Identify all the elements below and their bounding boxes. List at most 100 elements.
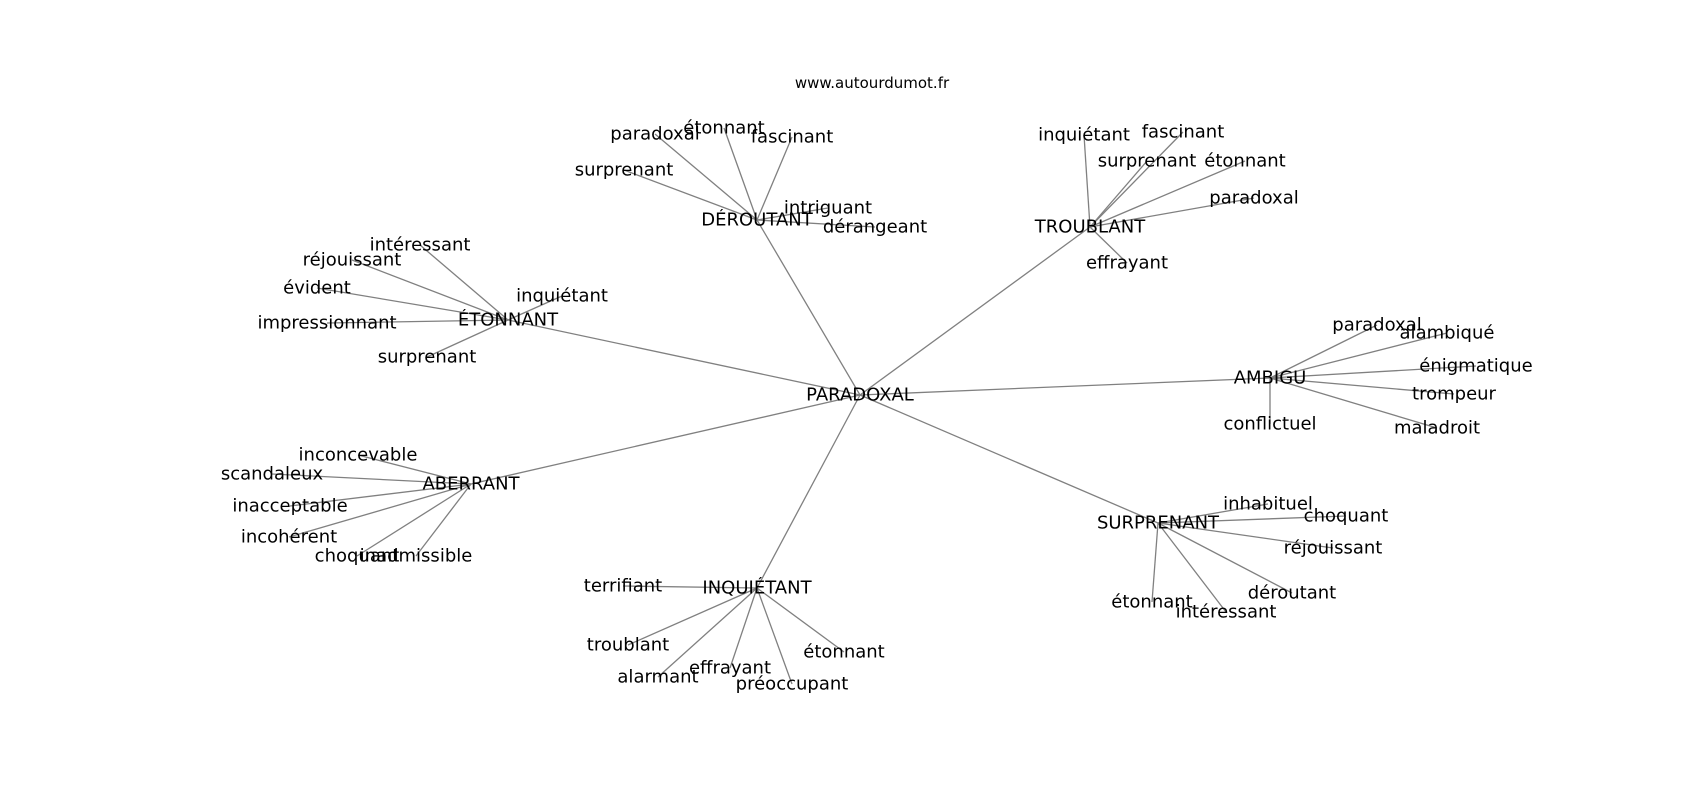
leaf-node: terrifiant [584,576,662,597]
edge-root-hub [756,219,861,396]
leaf-node: maladroit [1394,418,1480,439]
edge-hub-leaf [415,483,472,557]
edge-hub-leaf [357,454,472,485]
leaf-node: impressionnant [257,313,396,334]
edge-root-hub [470,394,861,485]
edge-hub-leaf [657,587,758,678]
leaf-node: énigmatique [1419,356,1532,377]
leaf-node: inacceptable [232,496,347,517]
edge-hub-leaf [622,585,758,589]
edge-hub-leaf [1269,377,1438,429]
leaf-node: alambiqué [1400,323,1495,344]
leaf-node: évident [283,278,351,299]
leaf-node: fascinant [1142,122,1225,143]
edge-hub-leaf [756,587,793,685]
leaf-node: incohérent [241,527,337,548]
leaf-node: surprenant [378,347,477,368]
leaf-node: déroutant [1248,583,1336,604]
hub-node: DÉROUTANT [701,209,813,231]
edge-hub-leaf [756,587,845,653]
edge-hub-leaf [1089,226,1128,264]
hub-node: AMBIGU [1234,368,1307,389]
edge-root-hub [859,377,1271,396]
leaf-node: réjouissant [1284,538,1383,559]
edge-hub-leaf [1157,522,1293,594]
edge-hub-leaf [627,587,758,646]
edge-hub-leaf [756,136,793,221]
leaf-node: intriguant [784,198,872,219]
root-node: PARADOXAL [806,385,914,406]
hub-node: INQUIÉTANT [702,577,812,599]
hub-node: TROUBLANT [1034,217,1146,238]
edge-hub-leaf [271,473,472,485]
leaf-node: étonnant [1111,592,1192,613]
edge-hub-leaf [1089,160,1148,228]
leaf-node: préoccupant [736,674,849,695]
edge-hub-leaf [1089,197,1255,228]
leaf-node: intéressant [1176,602,1277,623]
edge-hub-leaf [623,169,758,221]
edge-root-hub [859,226,1091,396]
leaf-node: alarmant [617,667,698,688]
leaf-node: choquant [1304,506,1389,527]
hub-node: ABERRANT [422,474,520,495]
leaf-node: réjouissant [303,250,402,271]
edge-hub-leaf [756,219,876,228]
edge-hub-leaf [1269,332,1448,379]
edge-hub-leaf [1151,522,1159,603]
leaf-node: inconcevable [299,445,418,466]
edge-hub-leaf [326,319,509,324]
edge-hub-leaf [729,587,758,669]
leaf-node: paradoxal [610,124,699,145]
leaf-node: effrayant [1086,253,1168,274]
edge-hub-leaf [1083,134,1091,228]
edge-hub-leaf [426,319,509,358]
edge-hub-leaf [419,244,509,321]
leaf-node: étonnant [1204,151,1285,172]
leaf-node: conflictuel [1223,414,1316,435]
leaf-node: surprenant [575,160,674,181]
leaf-node: paradoxal [1209,188,1298,209]
site-url: www.autourdumot.fr [795,74,950,92]
edge-root-hub [756,394,861,589]
edge-hub-leaf [1157,503,1269,524]
edge-hub-leaf [1089,131,1184,228]
leaf-node: fascinant [751,127,834,148]
leaf-node: étonnant [683,118,764,139]
leaf-node: dérangeant [823,217,927,238]
edge-hub-leaf [1157,522,1334,549]
leaf-node: paradoxal [1332,315,1421,336]
edge-hub-leaf [1269,324,1378,379]
leaf-node: inadmissible [360,546,473,567]
edge-hub-leaf [316,287,509,321]
edge-root-hub [859,394,1159,524]
leaf-node: surprenant [1098,151,1197,172]
leaf-node: effrayant [689,658,771,679]
leaf-node: choquant [315,546,400,567]
edge-hub-leaf [351,259,509,321]
leaf-node: scandaleux [221,464,324,485]
edge-hub-leaf [1157,515,1347,524]
edge-hub-leaf [1157,522,1227,613]
leaf-node: inquiétant [1038,125,1130,146]
graph-labels: PARADOXALDÉROUTANTparadoxalétonnantfasci… [221,118,1533,695]
leaf-node: inhabituel [1223,494,1313,515]
edge-hub-leaf [723,127,758,221]
leaf-node: inquiétant [516,286,608,307]
edge-root-hub [507,319,861,396]
edge-hub-leaf [1269,365,1477,379]
edge-hub-leaf [1269,377,1455,395]
leaf-node: étonnant [803,642,884,663]
edge-hub-leaf [356,483,472,557]
edge-hub-leaf [289,483,472,507]
hub-node: SURPRENANT [1097,513,1220,534]
leaf-node: intéressant [370,235,471,256]
edge-hub-leaf [654,133,758,221]
leaf-node: troublant [587,635,669,656]
graph-edges [271,127,1477,685]
leaf-node: trompeur [1412,384,1497,405]
edge-hub-leaf [1089,160,1246,228]
edge-hub-leaf [288,483,472,538]
hub-node: ÉTONNANT [458,309,559,331]
